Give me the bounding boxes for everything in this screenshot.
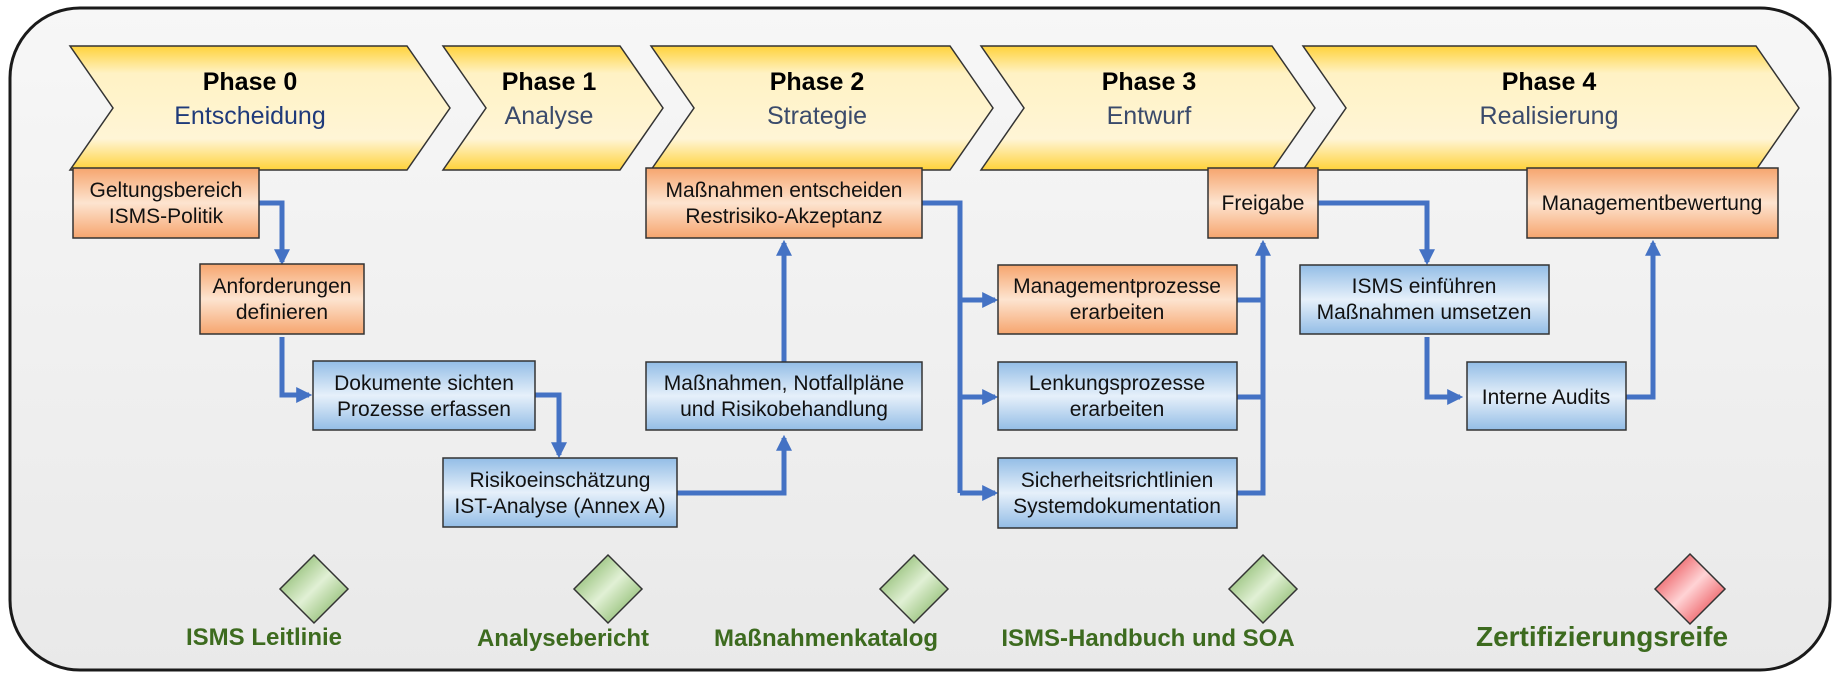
box-freigabe: Freigabe	[1207, 167, 1319, 239]
box-geltungsbereich: Geltungsbereich ISMS-Politik	[72, 167, 260, 239]
connector-geltungsbereich-anforderungen	[259, 200, 291, 266]
box-freigabe-line1: Freigabe	[1222, 192, 1305, 215]
milestone-2: Maßnahmenkatalog	[714, 553, 950, 652]
box-dokumente-line1: Dokumente sichten	[334, 372, 514, 395]
connector-einfuehren-audits	[1424, 337, 1464, 406]
milestone-0-label: ISMS Leitlinie	[186, 624, 342, 651]
box-managementprozesse-line1: Managementprozesse	[1013, 275, 1221, 298]
phase-4-title: Phase 4	[1502, 68, 1597, 96]
milestone-4-diamond-icon	[1653, 552, 1727, 626]
milestone-1-diamond-icon	[572, 553, 644, 625]
connectors	[259, 200, 1662, 502]
connector-risiko-massnahmen	[677, 434, 793, 496]
box-massnahmen-notfall-line1: Maßnahmen, Notfallpläne	[664, 372, 904, 395]
box-isms-einfuehren-line2: Maßnahmen umsetzen	[1317, 301, 1532, 324]
box-risikoeinschaetzung-line2: IST-Analyse (Annex A)	[454, 495, 665, 518]
box-sicherheitsrichtlinien: Sicherheitsrichtlinien Systemdokumentati…	[997, 457, 1238, 529]
phase-1-title: Phase 1	[502, 68, 597, 96]
milestone-0-diamond-icon	[278, 553, 350, 625]
connector-anforderungen-dokumente	[279, 337, 313, 404]
phase-0-title: Phase 0	[203, 68, 298, 96]
milestone-2-label: Maßnahmenkatalog	[714, 625, 938, 652]
milestone-1: Analysebericht	[477, 553, 649, 652]
box-dokumente-line2: Prozesse erfassen	[337, 398, 511, 421]
box-anforderungen-line1: Anforderungen	[213, 275, 352, 298]
box-managementprozesse-line2: erarbeiten	[1070, 301, 1165, 324]
phase-1-chevron: Phase 1 Analyse	[441, 45, 664, 171]
box-sicherheitsrichtlinien-line1: Sicherheitsrichtlinien	[1021, 469, 1214, 492]
milestone-3-diamond-icon	[1227, 553, 1299, 625]
phase-3-chevron: Phase 3 Entwurf	[979, 45, 1316, 171]
box-managementbewertung: Managementbewertung	[1526, 167, 1779, 239]
milestone-1-label: Analysebericht	[477, 625, 649, 652]
connector-to-freigabe	[1237, 239, 1272, 496]
phase-0-subtitle: Entscheidung	[174, 102, 326, 130]
phase-2-chevron: Phase 2 Strategie	[649, 45, 994, 171]
box-anforderungen-line2: definieren	[236, 301, 328, 324]
box-lenkungsprozesse-line1: Lenkungsprozesse	[1029, 372, 1205, 395]
box-massnahmen-entscheiden-line1: Maßnahmen entscheiden	[666, 179, 903, 202]
box-anforderungen: Anforderungen definieren	[199, 263, 365, 335]
phase-0-chevron: Phase 0 Entscheidung	[68, 45, 451, 171]
connector-audits-bewertung	[1626, 239, 1662, 400]
box-geltungsbereich-line2: ISMS-Politik	[109, 205, 224, 228]
box-managementprozesse: Managementprozesse erarbeiten	[997, 264, 1238, 335]
box-isms-einfuehren: ISMS einführen Maßnahmen umsetzen	[1299, 264, 1550, 335]
phase-2-title: Phase 2	[770, 68, 865, 96]
milestone-2-diamond-icon	[878, 553, 950, 625]
box-geltungsbereich-line1: Geltungsbereich	[90, 179, 243, 202]
phase-4-chevron: Phase 4 Realisierung	[1301, 45, 1800, 171]
box-lenkungsprozesse-line2: erarbeiten	[1070, 398, 1165, 421]
phase-4-subtitle: Realisierung	[1480, 102, 1619, 130]
milestone-4: Zertifizierungsreife	[1476, 552, 1728, 652]
milestone-3: ISMS-Handbuch und SOA	[1001, 553, 1299, 652]
box-massnahmen-entscheiden: Maßnahmen entscheiden Restrisiko-Akzepta…	[645, 167, 923, 239]
phase-3-subtitle: Entwurf	[1107, 102, 1192, 130]
milestone-4-label: Zertifizierungsreife	[1476, 621, 1728, 652]
connector-dokumente-risiko	[535, 392, 568, 459]
milestone-3-label: ISMS-Handbuch und SOA	[1001, 625, 1294, 652]
box-isms-einfuehren-line1: ISMS einführen	[1352, 275, 1497, 298]
phase-2-subtitle: Strategie	[767, 102, 867, 130]
box-interne-audits: Interne Audits	[1466, 361, 1627, 431]
milestone-0: ISMS Leitlinie	[186, 553, 350, 651]
box-massnahmen-entscheiden-line2: Restrisiko-Akzeptanz	[685, 205, 882, 228]
box-risikoeinschaetzung-line1: Risikoeinschätzung	[470, 469, 651, 492]
box-sicherheitsrichtlinien-line2: Systemdokumentation	[1013, 495, 1221, 518]
box-massnahmen-notfall-line2: und Risikobehandlung	[680, 398, 888, 421]
box-dokumente: Dokumente sichten Prozesse erfassen	[312, 360, 536, 431]
box-massnahmen-notfall: Maßnahmen, Notfallpläne und Risikobehand…	[645, 361, 923, 431]
box-lenkungsprozesse: Lenkungsprozesse erarbeiten	[997, 361, 1238, 431]
box-managementbewertung-line1: Managementbewertung	[1542, 192, 1763, 215]
connector-freigabe-einfuehren	[1318, 200, 1436, 266]
box-risikoeinschaetzung: Risikoeinschätzung IST-Analyse (Annex A)	[442, 457, 678, 528]
box-interne-audits-line1: Interne Audits	[1482, 386, 1610, 409]
phase-1-subtitle: Analyse	[505, 102, 594, 130]
phase-3-title: Phase 3	[1102, 68, 1197, 96]
